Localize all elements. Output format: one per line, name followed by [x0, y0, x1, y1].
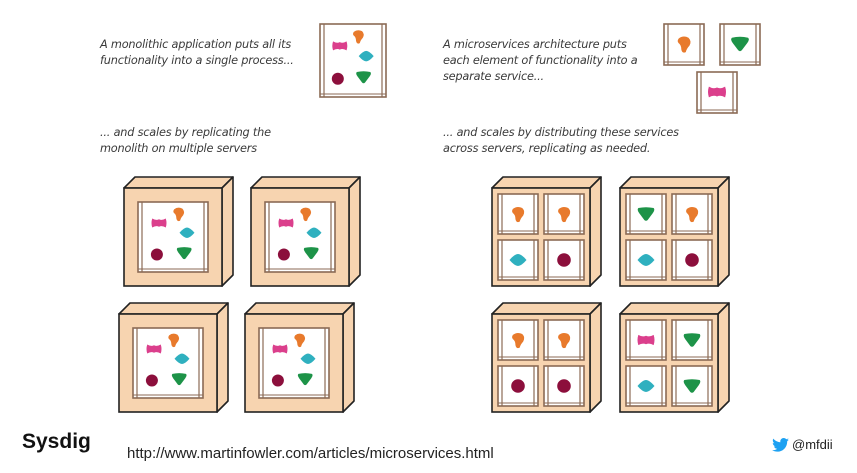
caption-line: A monolithic application puts all its [100, 38, 292, 51]
orange-blob-icon [558, 206, 571, 223]
pink-bowtie-icon [151, 218, 167, 228]
orange-blob-icon [168, 333, 180, 348]
green-triangle-icon [356, 71, 371, 84]
microservice [696, 71, 738, 114]
orange-blob-icon [686, 206, 699, 223]
monolith-server [118, 302, 229, 413]
microservice-server [491, 176, 602, 287]
teal-diamond-icon [637, 380, 655, 392]
twitter-bird-icon [772, 437, 789, 452]
monolith-process-frame [319, 23, 387, 98]
monolith-process-frame [137, 201, 209, 273]
teal-diamond-icon [306, 227, 322, 239]
service-slot [497, 319, 539, 361]
maroon-circle-icon [271, 374, 284, 387]
teal-diamond-icon [509, 254, 527, 266]
green-triangle-icon [731, 36, 749, 52]
maroon-circle-icon [511, 379, 525, 393]
sysdig-logo: Sysdig [22, 430, 91, 453]
green-triangle-icon [176, 247, 192, 260]
caption-line: ... and scales by replicating the [100, 126, 271, 139]
microservice-server [491, 302, 602, 413]
caption-line: functionality into a single process... [100, 54, 294, 67]
microservice [719, 23, 761, 66]
twitter-handle[interactable]: @mfdii [772, 437, 833, 452]
pink-bowtie-icon [146, 344, 162, 354]
service-slot [543, 193, 585, 235]
monolith-intro-caption: A monolithic application puts all its fu… [100, 37, 294, 69]
monolith-server [250, 176, 361, 287]
microservice-server [619, 176, 730, 287]
green-triangle-icon [637, 207, 655, 221]
service-slot [671, 319, 713, 361]
pink-bowtie-icon [708, 86, 726, 98]
service-slot [625, 319, 667, 361]
caption-line: each element of functionality into a [443, 54, 638, 67]
source-url[interactable]: http://www.martinfowler.com/articles/mic… [127, 445, 494, 462]
maroon-circle-icon [277, 248, 290, 261]
caption-line: separate service... [443, 70, 544, 83]
service-slot [543, 319, 585, 361]
monolith-server [123, 176, 234, 287]
green-triangle-icon [171, 373, 187, 386]
orange-blob-icon [300, 207, 312, 222]
monolith-server [244, 302, 355, 413]
microservice [663, 23, 705, 66]
service-slot [625, 193, 667, 235]
service-slot [671, 193, 713, 235]
orange-blob-icon [353, 30, 364, 44]
service-slot [497, 193, 539, 235]
handle-text: @mfdii [792, 437, 833, 452]
service-slot [497, 365, 539, 407]
orange-blob-icon [512, 332, 525, 349]
maroon-circle-icon [557, 253, 571, 267]
pink-bowtie-icon [278, 218, 294, 228]
maroon-circle-icon [145, 374, 158, 387]
service-slot [671, 239, 713, 281]
service-slot [497, 239, 539, 281]
maroon-circle-icon [557, 379, 571, 393]
orange-blob-icon [294, 333, 306, 348]
service-frame [543, 319, 585, 361]
monolith-process-frame [258, 327, 330, 399]
caption-line: across servers, replicating as needed. [443, 142, 651, 155]
service-slot [671, 365, 713, 407]
maroon-circle-icon [150, 248, 163, 261]
pink-bowtie-icon [637, 334, 655, 346]
microservices-intro-caption: A microservices architecture puts each e… [443, 37, 638, 85]
caption-line: ... and scales by distributing these ser… [443, 126, 679, 139]
maroon-circle-icon [331, 72, 344, 85]
green-triangle-icon [683, 379, 701, 393]
orange-blob-icon [677, 36, 691, 53]
orange-blob-icon [512, 206, 525, 223]
maroon-circle-icon [685, 253, 699, 267]
teal-diamond-icon [637, 254, 655, 266]
teal-diamond-icon [174, 353, 190, 365]
microservice-server [619, 302, 730, 413]
orange-blob-icon [558, 332, 571, 349]
service-slot [543, 365, 585, 407]
monolith-process-frame [132, 327, 204, 399]
microservices-scale-caption: ... and scales by distributing these ser… [443, 125, 679, 157]
green-triangle-icon [683, 333, 701, 347]
service-slot [543, 239, 585, 281]
pink-bowtie-icon [272, 344, 288, 354]
teal-diamond-icon [300, 353, 316, 365]
service-slot [625, 239, 667, 281]
monolith-process-frame [264, 201, 336, 273]
teal-diamond-icon [179, 227, 195, 239]
pink-bowtie-icon [332, 41, 348, 51]
green-triangle-icon [297, 373, 313, 386]
green-triangle-icon [303, 247, 319, 260]
caption-line: A microservices architecture puts [443, 38, 627, 51]
monolith-app [319, 23, 387, 98]
teal-diamond-icon [358, 50, 374, 62]
monolith-scale-caption: ... and scales by replicating the monoli… [100, 125, 271, 157]
orange-blob-icon [173, 207, 185, 222]
caption-line: monolith on multiple servers [100, 142, 257, 155]
service-slot [625, 365, 667, 407]
